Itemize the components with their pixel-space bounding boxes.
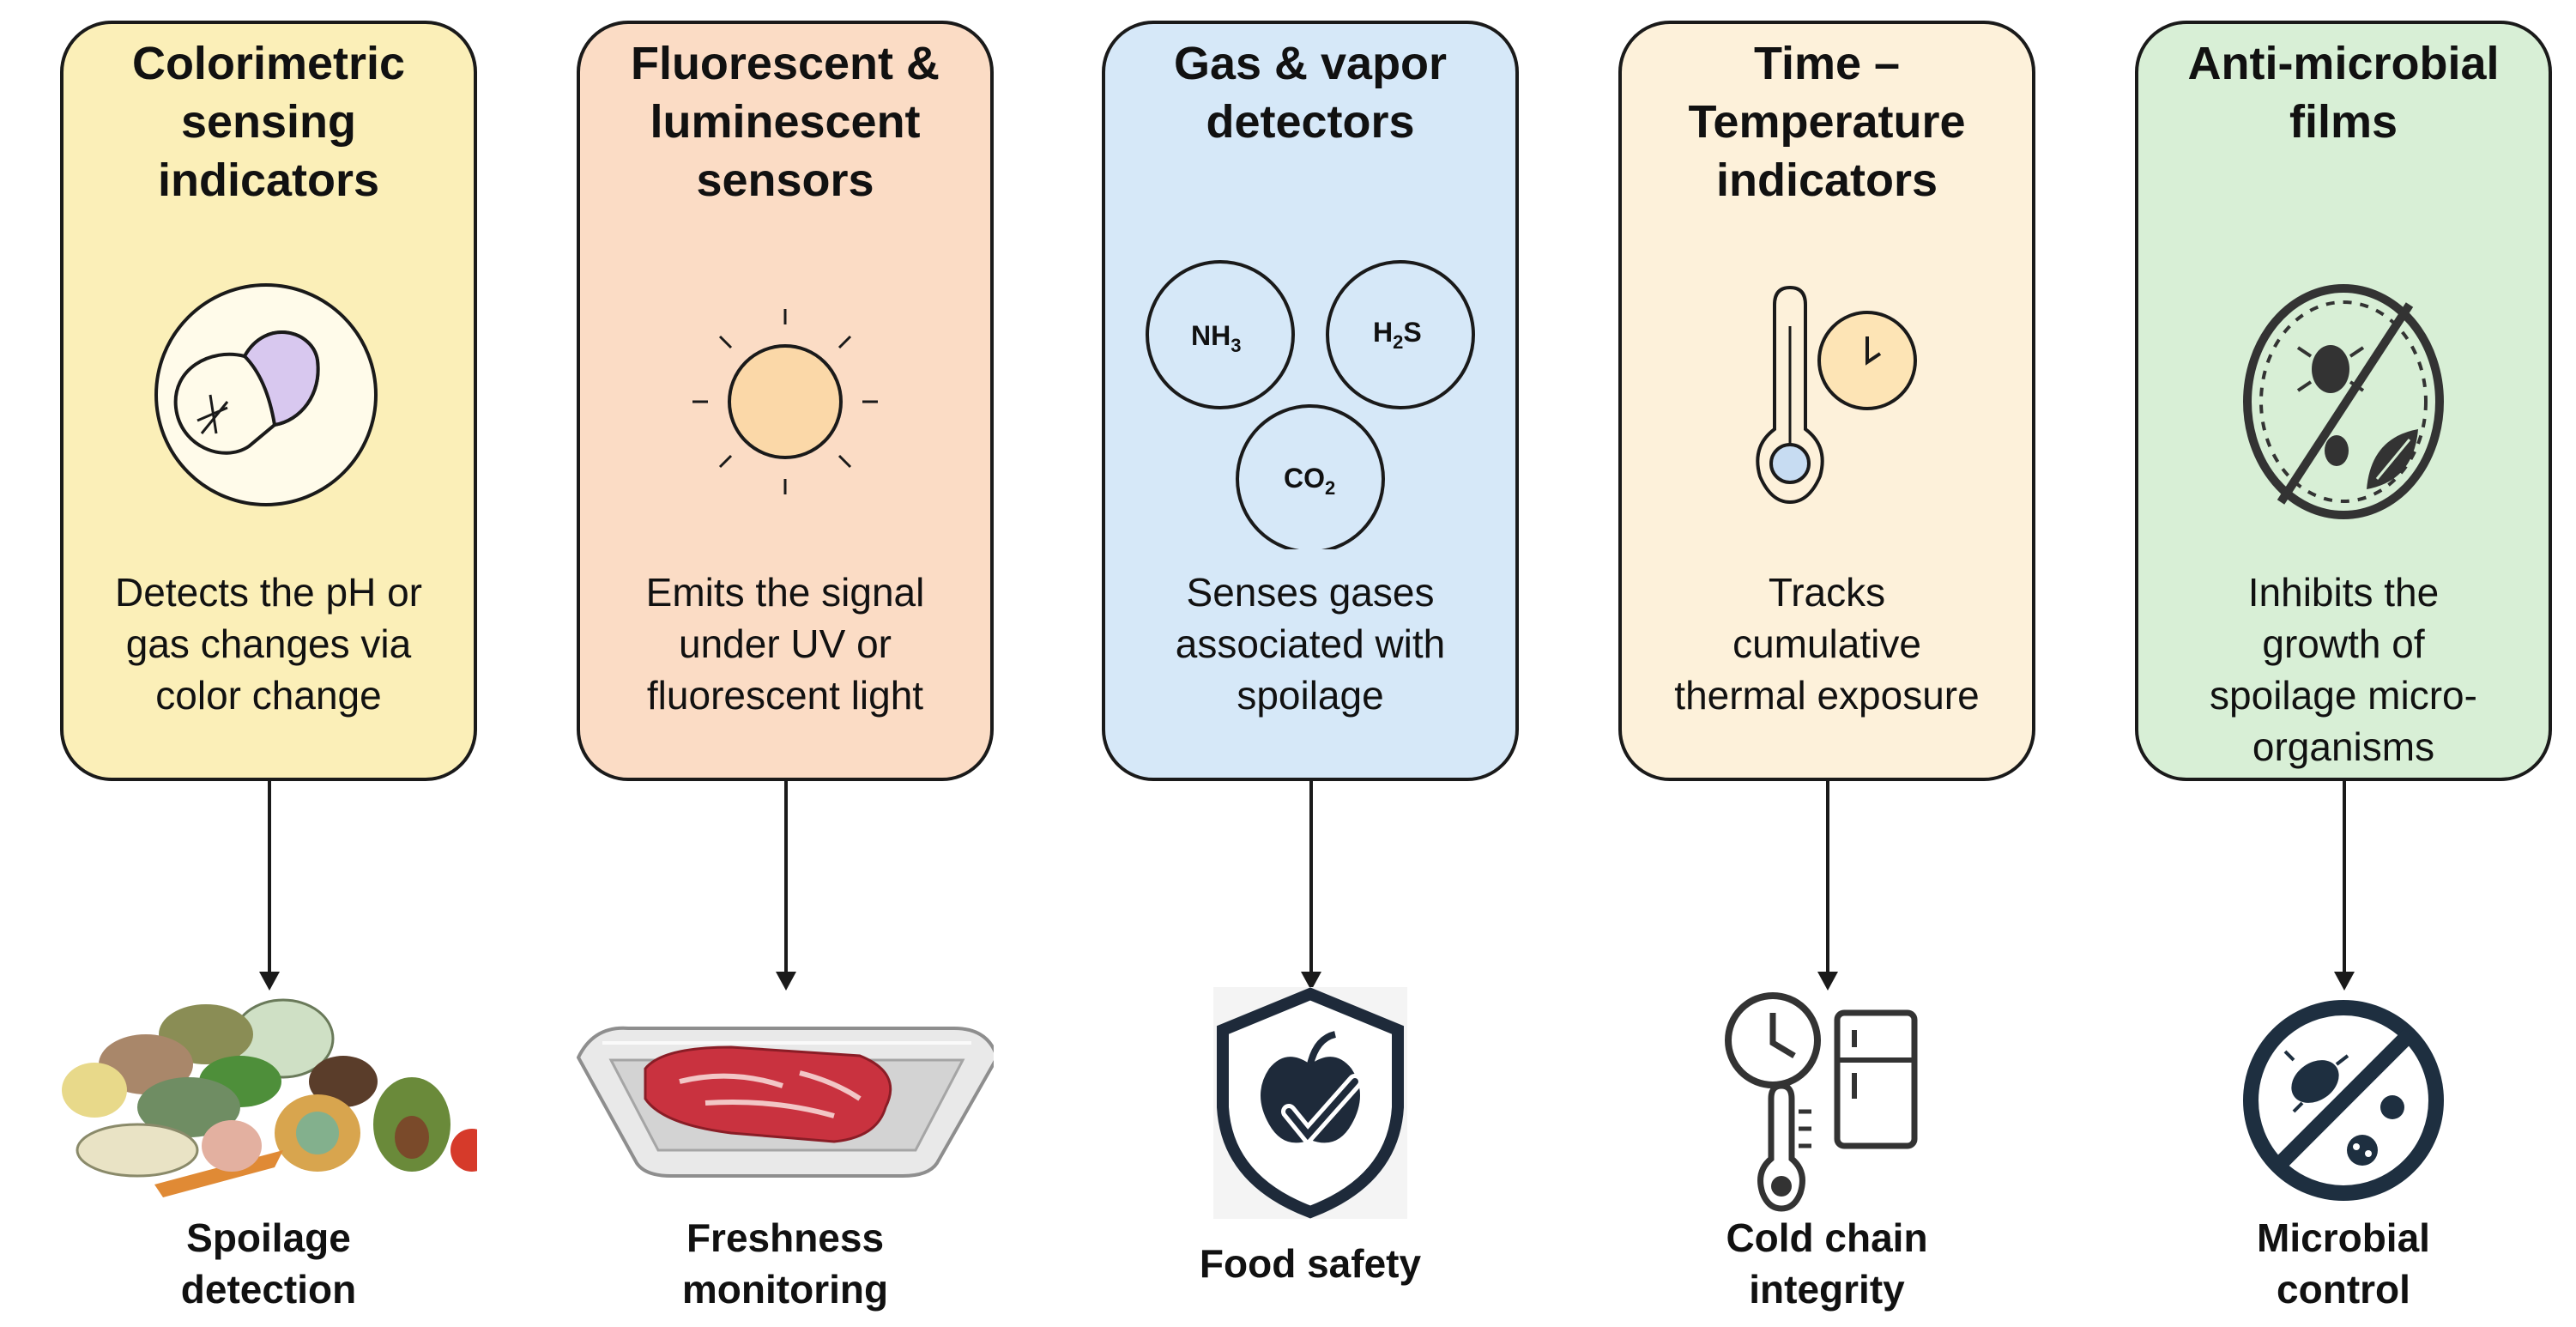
colorimetric-connector: [268, 781, 271, 979]
gas-arrowhead: [1301, 972, 1321, 991]
cold-chain-integrity-label: Cold chain integrity: [1726, 1215, 1928, 1312]
antimicrobial-title: Anti-microbial films: [2187, 38, 2500, 148]
gas-description: Senses gases associated with spoilage: [1175, 570, 1446, 718]
gas-title: Gas & vapor detectors: [1173, 38, 1448, 148]
gas-bubbles-icon: NH3 H2S CO2: [1146, 260, 1475, 549]
fluorescent-title: Fluorescent & luminescent sensors: [630, 38, 940, 206]
fluorescent-arrowhead: [776, 972, 796, 991]
thermometer-clock-icon: [1756, 285, 1917, 505]
antimicrobial-description: Inhibits the growth of spoilage micro- o…: [2210, 570, 2477, 769]
h2s-subscript: 2: [1393, 331, 1403, 353]
antimicrobial-arrowhead: [2334, 972, 2355, 991]
time-temperature-arrowhead: [1817, 972, 1838, 991]
co2-subscript: 2: [1325, 477, 1335, 499]
column-antimicrobial: Anti-microbial films Inhibits the growth…: [2135, 0, 2555, 1327]
fluorescent-description: Emits the signal under UV or fluorescent…: [645, 570, 925, 718]
gas-box: [1102, 21, 1519, 781]
time-temperature-connector: [1826, 781, 1829, 979]
colorimetric-description: Detects the pH or gas changes via color …: [115, 570, 422, 718]
freshness-monitoring-label: Freshness monitoring: [681, 1215, 889, 1312]
cold-chain-icon: [1725, 992, 1918, 1212]
microbial-control-label: Microbial control: [2257, 1215, 2430, 1312]
fluorescent-connector: [784, 781, 788, 979]
h2s-label-s: S: [1403, 317, 1421, 348]
antimicrobial-film-icon: [2243, 284, 2444, 519]
spoiled-produce-icon: [62, 998, 477, 1197]
svg-text:NH3: NH3: [1191, 320, 1241, 356]
food-safety-shield-icon: [1213, 987, 1407, 1219]
colorimetric-title: Colorimetric sensing indicators: [131, 38, 406, 206]
column-gas: Gas & vapor detectors NH3 H2S CO2 Senses…: [1102, 0, 1522, 1327]
packaged-meat-icon: [577, 1026, 994, 1178]
food-safety-label: Food safety: [1199, 1241, 1422, 1286]
svg-text:CO2: CO2: [1284, 463, 1335, 499]
nh3-label: NH: [1191, 320, 1231, 351]
column-colorimetric: Colorimetric sensing indicators Detects …: [60, 0, 481, 1327]
column-time-temperature: Time – Temperature indicators Tracks cum…: [1618, 0, 2039, 1327]
color-indicator-icon: [154, 283, 378, 506]
microbe-prohibited-icon: [2243, 1000, 2444, 1201]
sun-icon: [692, 309, 878, 494]
svg-text:H2S: H2S: [1373, 317, 1422, 353]
time-temperature-description: Tracks cumulative thermal exposure: [1674, 570, 1980, 718]
h2s-label-h: H: [1373, 317, 1393, 348]
time-temperature-title: Time – Temperature indicators: [1688, 38, 1966, 206]
colorimetric-arrowhead: [259, 972, 280, 991]
spoilage-detection-label: Spoilage detection: [180, 1215, 357, 1312]
antimicrobial-connector: [2343, 781, 2346, 979]
gas-connector: [1309, 781, 1313, 979]
nh3-subscript: 3: [1231, 335, 1241, 356]
column-fluorescent: Fluorescent & luminescent sensors Emits …: [577, 0, 997, 1327]
co2-label: CO: [1284, 463, 1325, 494]
time-temperature-box: [1618, 21, 2035, 781]
